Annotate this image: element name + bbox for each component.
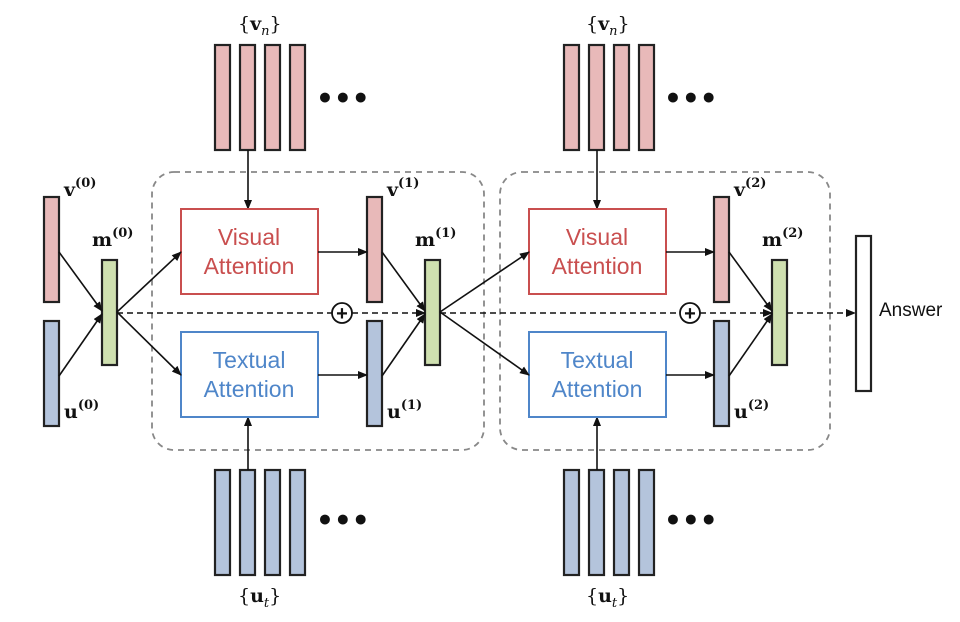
stage-2-visual-set-label: {vn} — [586, 13, 630, 39]
v2-label: v(2) — [733, 176, 766, 201]
v0-vector — [42, 195, 61, 304]
stage-2-text-set — [562, 468, 656, 577]
v1-vector — [365, 195, 384, 304]
u0-vector — [42, 319, 61, 428]
stage-2-visual-attention-line1: Visual — [566, 224, 628, 250]
v1-label: v(1) — [386, 176, 419, 201]
stage-2-visual-attention-line2: Attention — [552, 253, 643, 279]
stage-2-textual-attention-line1: Textual — [561, 347, 634, 373]
stage-1-visual-ellipsis: ••• — [316, 82, 370, 115]
stage-1-visual-attention-line2: Attention — [204, 253, 295, 279]
stage-2-text-ellipsis: ••• — [664, 504, 718, 537]
u2-vector — [712, 319, 731, 428]
stage-2-textual-attention-box — [528, 331, 667, 418]
stage-2-group — [499, 171, 831, 451]
svg-text:+: + — [684, 303, 696, 325]
stage-2-visual-attention-box — [528, 208, 667, 295]
stage-1-group — [151, 171, 485, 451]
stage-1-textual-attention-line2: Attention — [204, 376, 295, 402]
stage-1-textual-attention-line1: Textual — [213, 347, 286, 373]
svg-text:+: + — [336, 303, 348, 325]
stage-2-textual-attention-line2: Attention — [552, 376, 643, 402]
stage-1-visual-attention-line1: Visual — [218, 224, 280, 250]
stage-2-visual-set — [562, 43, 656, 152]
stage-1-text-set-label: {ut} — [238, 585, 281, 611]
m1-vector — [423, 258, 442, 367]
stage-1-textual-attention-box — [180, 331, 319, 418]
stage-1-visual-attention-box — [180, 208, 319, 295]
u1-label: u(1) — [387, 398, 422, 423]
answer-vector — [854, 234, 873, 393]
u0-label: u(0) — [64, 398, 99, 423]
u2-label: u(2) — [734, 398, 769, 423]
stage-1-text-set — [213, 468, 307, 577]
m1-label: m(1) — [415, 226, 456, 251]
v2-vector — [712, 195, 731, 304]
stage-1-text-ellipsis: ••• — [316, 504, 370, 537]
stage-2-visual-ellipsis: ••• — [664, 82, 718, 115]
answer-label: Answer — [879, 300, 943, 321]
stage-1-visual-set — [213, 43, 307, 152]
v0-label: v(0) — [63, 176, 96, 201]
m0-vector — [100, 258, 119, 367]
stage-1-visual-set-label: {vn} — [238, 13, 282, 39]
stage-2-text-set-label: {ut} — [586, 585, 629, 611]
m0-label: m(0) — [92, 226, 133, 251]
m2-vector — [770, 258, 789, 367]
u1-vector — [365, 319, 384, 428]
m2-label: m(2) — [762, 226, 803, 251]
